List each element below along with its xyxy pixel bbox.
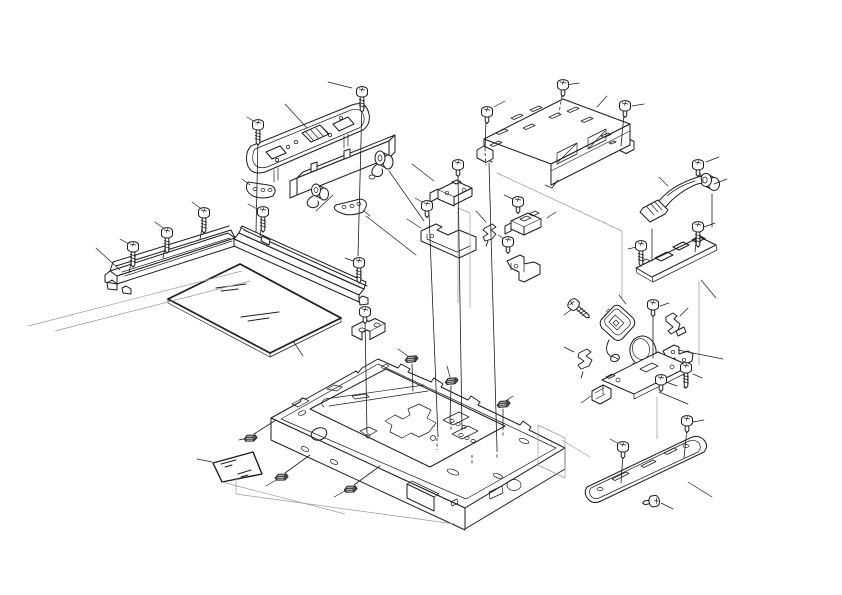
rail-screw-3 (198, 207, 210, 234)
pivot-bracket (662, 344, 694, 368)
cover-screw-top (557, 79, 569, 97)
dashed-axis-lines (436, 95, 563, 466)
shield-screw-left (617, 441, 629, 459)
motor-long-screw (565, 296, 594, 323)
corner-bracket (506, 254, 541, 283)
right-slide-rail (233, 225, 369, 306)
main-chassis (270, 358, 566, 531)
front-handle-bar (289, 134, 396, 199)
rubber-clip-4 (273, 471, 290, 483)
top-cover-plate (476, 98, 635, 189)
damper-left (306, 183, 329, 209)
channel-screw (421, 200, 433, 218)
rubber-clip-5 (342, 483, 359, 495)
rail-screw-4 (257, 206, 269, 233)
assembly-axis-lines (128, 102, 713, 486)
connector-block (591, 384, 612, 405)
flex-strap (639, 175, 703, 223)
slot-bracket (504, 210, 542, 236)
center-wire-clip (482, 223, 497, 247)
rubber-clip-3 (495, 398, 512, 411)
center-bracket-screw (452, 159, 464, 177)
center-mount-bracket (429, 179, 473, 207)
release-lever (665, 312, 687, 337)
wire-clamp (577, 348, 593, 379)
grommet-screw (692, 159, 704, 177)
strap-grommet (700, 173, 720, 191)
rubber-clip-6 (242, 432, 259, 444)
strap-plate-screw-left (635, 240, 647, 267)
slot-bracket-screw (512, 196, 524, 214)
right-hinge-plate (333, 198, 371, 217)
motor-unit (599, 304, 636, 363)
top-lid-plate (246, 103, 370, 183)
bottom-shield-plate (584, 435, 707, 504)
motor-screw (647, 299, 659, 317)
leader-lines (95, 81, 728, 510)
base-plate-screw-right (680, 362, 692, 389)
cover-screw-left (481, 106, 493, 124)
rail-screw-2 (161, 227, 173, 254)
base-plate-screw-mid (655, 374, 667, 392)
corner-bracket-screw (502, 236, 514, 254)
strap-base-plate (635, 235, 718, 283)
shield-screw-bottom (641, 494, 661, 510)
left-hinge-plate (245, 181, 276, 199)
rubber-clip-2 (443, 375, 460, 388)
rail-screw-5 (353, 257, 365, 284)
caution-label (212, 451, 263, 483)
cover-screw-right (619, 100, 631, 118)
damper-bracket (351, 318, 386, 341)
damper-right (368, 150, 394, 180)
phantom-lines (27, 172, 700, 525)
shield-screw-right (681, 415, 693, 433)
